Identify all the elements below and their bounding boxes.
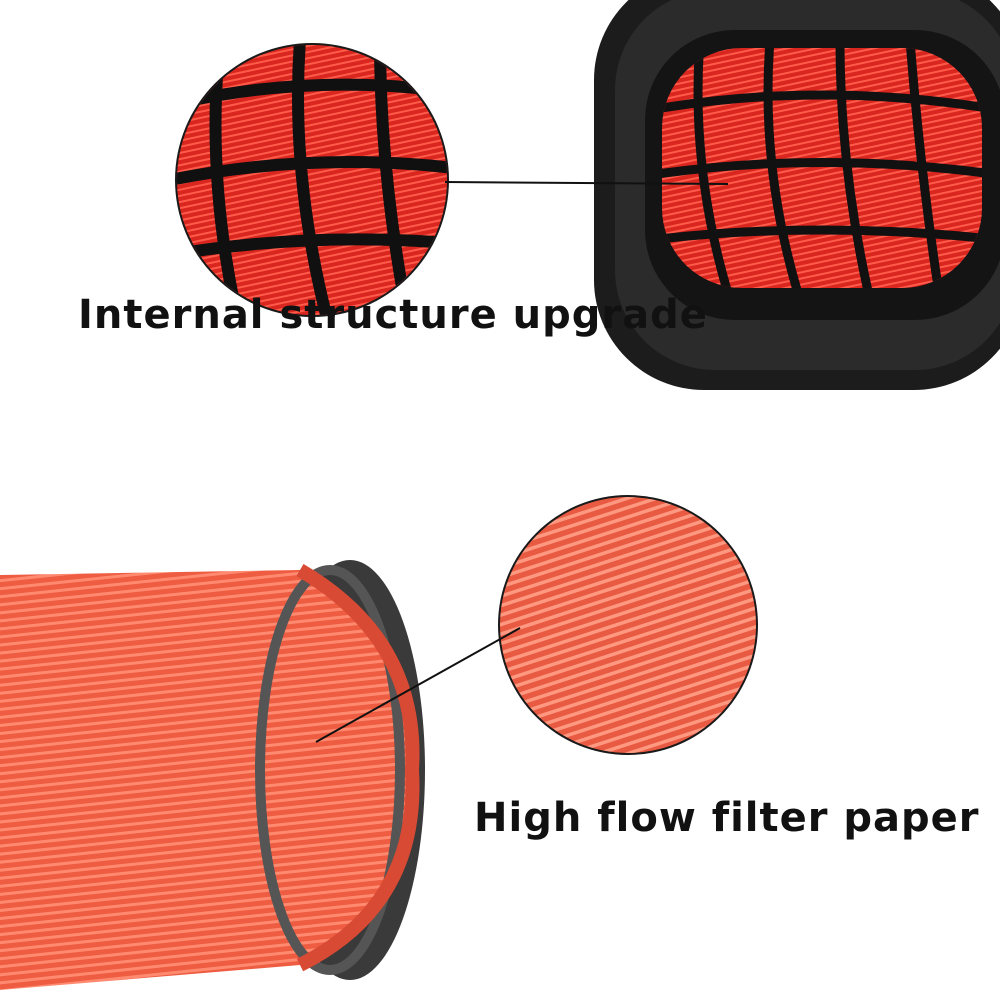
magnifier-circle-grid [175,43,449,317]
magnifier-circle-pleats [498,495,758,755]
caption-high-flow-paper: High flow filter paper [474,795,980,841]
callout-line-top [444,181,729,185]
caption-internal-structure: Internal structure upgrade [78,292,708,338]
air-filter-top-view [594,0,1000,390]
air-filter-side-view [0,560,425,990]
callout-line-bottom [315,627,521,743]
